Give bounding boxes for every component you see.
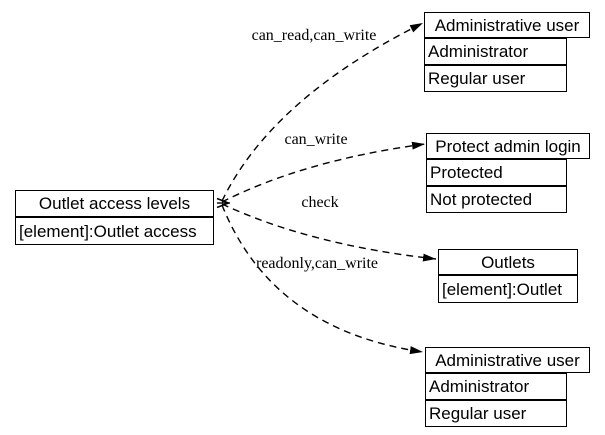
node-title: Outlets [438,249,578,275]
node-administrative-user-bottom: Administrative user Administrator Regula… [425,347,590,427]
node-protect-admin-login: Protect admin login Protected Not protec… [426,133,590,213]
edge-label-check: check [301,194,339,211]
node-row: Not protected [426,186,567,213]
node-row: Administrator [425,373,567,400]
edge-check [221,203,437,262]
edge-label-can-read-can-write: can_read,can_write [251,27,377,44]
node-row: [element]:Outlet access [15,217,214,245]
node-outlets: Outlets [element]:Outlet [438,249,578,303]
edge-readonly-can-write [221,204,424,355]
edge-label-can-write: can_write [284,131,348,148]
node-administrative-user-top: Administrative user Administrator Regula… [424,12,590,92]
edge-can-read-can-write [221,22,424,202]
node-row: Administrator [424,38,567,65]
node-title: Outlet access levels [15,190,214,217]
node-row: Protected [426,159,567,186]
edge-label-readonly-can-write: readonly,can_write [255,255,379,272]
node-row: Regular user [425,400,567,427]
node-title: Administrative user [425,347,590,373]
edge-can-write [221,141,426,203]
node-row: [element]:Outlet [438,275,578,303]
node-row: Regular user [424,65,567,92]
node-outlet-access-levels: Outlet access levels [element]:Outlet ac… [15,190,214,245]
node-title: Administrative user [424,12,590,38]
node-title: Protect admin login [426,133,590,159]
